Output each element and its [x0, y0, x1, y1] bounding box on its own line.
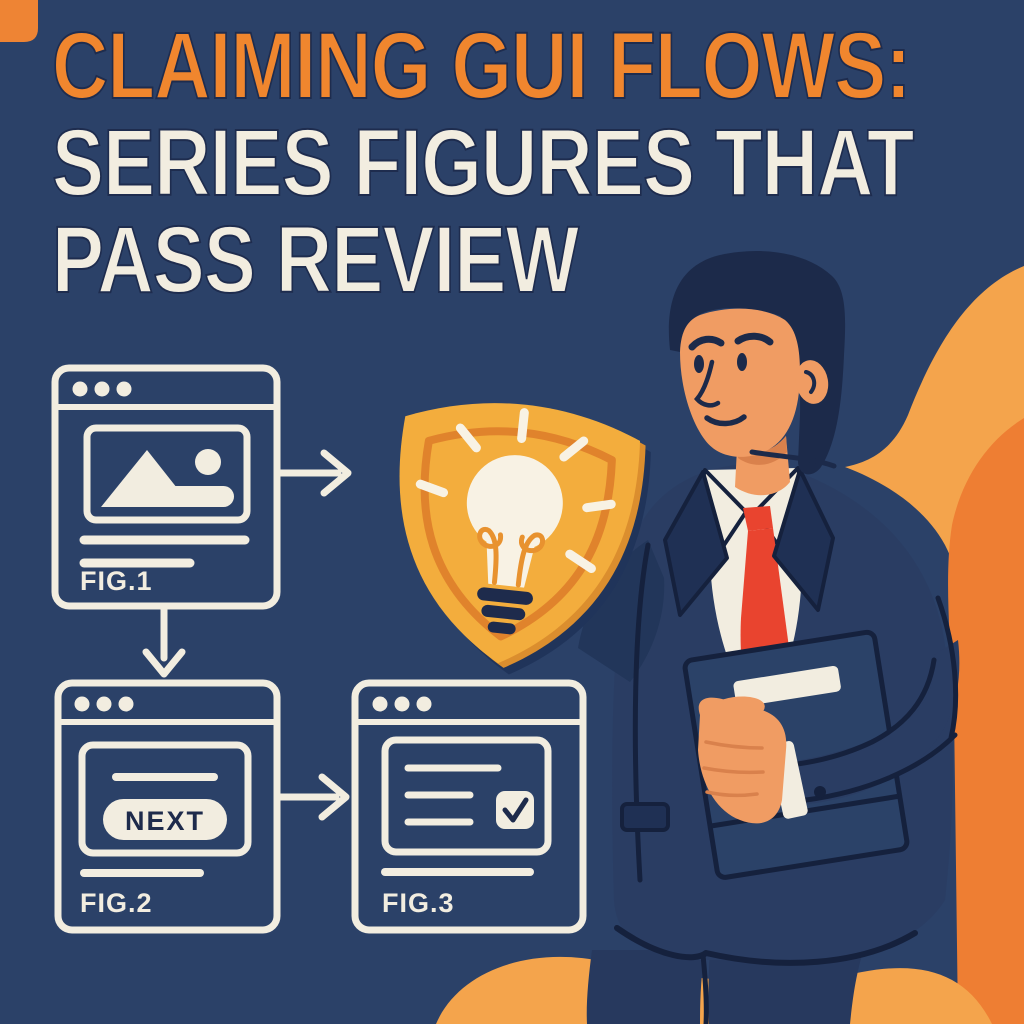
- corner-orange-accent: [0, 0, 38, 42]
- window-dots-icon: [372, 696, 432, 712]
- shield-inner-border: [420, 427, 616, 641]
- eyebrow-right: [734, 332, 774, 346]
- hand: [698, 696, 787, 824]
- arrow-fig2-to-fig3: [273, 773, 350, 821]
- fig3-label: FIG.3: [382, 888, 455, 918]
- fig3-window: FIG.3: [351, 679, 587, 934]
- fig2-dialog-panel: [78, 741, 252, 857]
- fig1-text-lines: [79, 535, 250, 568]
- left-leg: [586, 950, 705, 1024]
- eyebrow-left: [688, 335, 725, 351]
- hair: [668, 251, 846, 475]
- fig2-frame: [54, 679, 281, 934]
- orange-wave-deep: [948, 418, 1024, 1024]
- window-dots-icon: [74, 696, 134, 712]
- fig3-frame: [351, 679, 587, 934]
- right-leg: [708, 948, 864, 1024]
- elbow-outline: [935, 595, 959, 741]
- image-sun: [195, 449, 221, 475]
- finger-lines: [702, 740, 765, 798]
- hand-palm: [698, 697, 787, 824]
- ear-line: [804, 370, 817, 394]
- arrow-fig1-to-fig2: [142, 602, 186, 678]
- next-button-label: NEXT: [125, 806, 205, 836]
- title-line-3: PASS REVIEW: [51, 207, 580, 313]
- shield-badge: [399, 403, 651, 675]
- head: [668, 251, 846, 475]
- filament-left: [477, 526, 503, 585]
- fig2-window: NEXT FIG.2: [54, 679, 281, 934]
- jaw-line: [749, 449, 837, 469]
- orange-wave-shape: [845, 266, 1024, 1024]
- arrow-fig1-to-shield: [273, 449, 352, 497]
- folder-label-strip: [733, 665, 841, 707]
- mouth-smile: [704, 414, 747, 427]
- nose: [694, 359, 721, 408]
- businessman-illustration: [578, 251, 960, 1024]
- title-line-1: CLAIMING GUI FLOWS:: [51, 13, 912, 119]
- checkmark: [502, 797, 529, 823]
- bulb-rays: [415, 408, 616, 574]
- bulb-base-3: [487, 621, 516, 635]
- eye-left: [694, 355, 704, 373]
- eye-right: [737, 353, 747, 371]
- jacket-pocket: [620, 802, 670, 832]
- forearm: [788, 640, 960, 806]
- sleeve-outlines: [787, 657, 958, 803]
- fig3-checklist-panel: [381, 736, 552, 856]
- filament-right: [515, 532, 546, 588]
- bulb-base-1: [477, 587, 533, 605]
- lapel-right: [772, 468, 835, 612]
- checked-checkbox-icon: [496, 791, 534, 829]
- next-button: [103, 799, 227, 840]
- lightbulb-icon: [415, 408, 616, 635]
- title-line-2: SERIES FIGURES THAT: [51, 110, 915, 216]
- bulb-base-2: [481, 604, 526, 621]
- lapel-left: [663, 470, 729, 617]
- image-placeholder-icon: [83, 424, 251, 524]
- cuff-button: [814, 786, 826, 798]
- fig3-text-lines: [404, 764, 502, 826]
- bulb-glass: [466, 455, 563, 552]
- flow-diagram: FIG.1 NEXT FIG.2: [51, 364, 587, 934]
- poster-title: CLAIMING GUI FLOWS: SERIES FIGURES THAT …: [51, 13, 1024, 313]
- ear: [795, 360, 829, 404]
- fig2-label: FIG.2: [80, 888, 153, 918]
- window-dots-icon: [72, 381, 132, 397]
- image-hill: [152, 486, 234, 507]
- fig1-label: FIG.1: [80, 566, 153, 596]
